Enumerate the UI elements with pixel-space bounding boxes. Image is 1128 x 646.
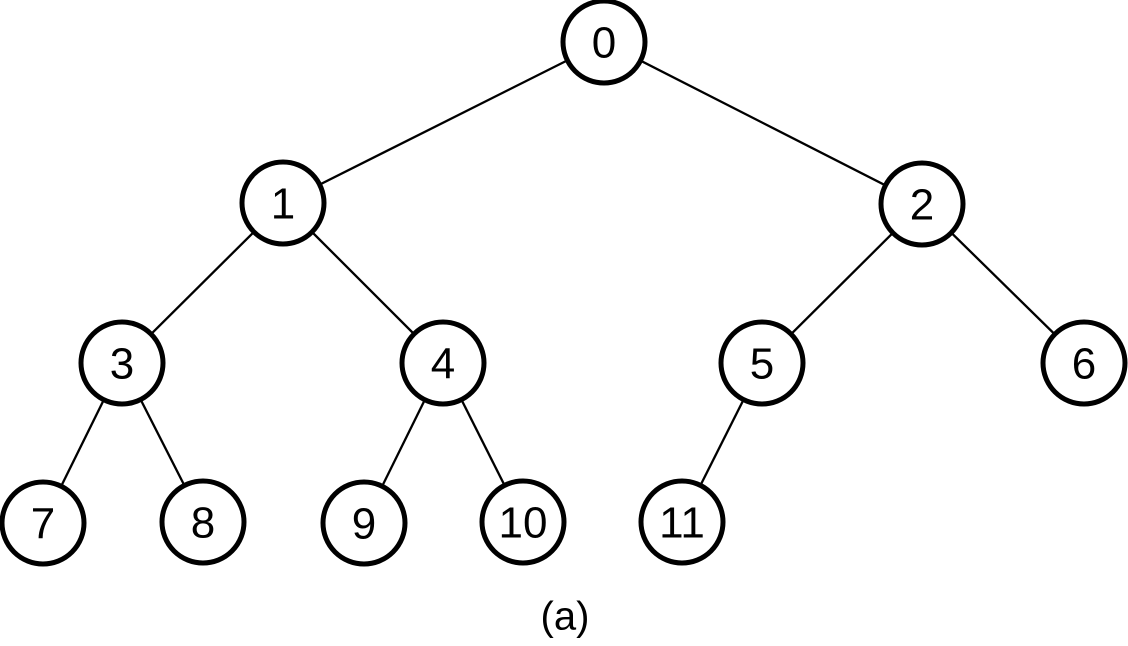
tree-node-label: 6 <box>1072 340 1096 389</box>
tree-node-label: 4 <box>431 340 455 389</box>
tree-node-circle <box>479 478 567 566</box>
tree-node-circle <box>320 479 408 567</box>
tree-node-circle <box>718 319 806 407</box>
tree-node: 11 <box>638 478 726 566</box>
tree-node: 8 <box>159 478 247 566</box>
figure-caption: (a) <box>540 594 590 639</box>
tree-node-circle <box>239 159 327 247</box>
tree-node-label: 2 <box>910 181 934 230</box>
tree-node: 10 <box>479 478 567 566</box>
tree-node-label: 9 <box>352 500 376 549</box>
tree-edge <box>603 40 923 206</box>
tree-node-label: 3 <box>110 340 134 389</box>
tree-node-circle <box>78 319 166 407</box>
tree-node-label: 5 <box>750 340 774 389</box>
tree-node-circle <box>399 319 487 407</box>
tree-node-circle <box>159 478 247 566</box>
tree-node: 2 <box>878 160 966 248</box>
tree-node-label: 7 <box>31 500 55 549</box>
tree-node-label: 8 <box>191 499 215 548</box>
tree-node-circle <box>1040 319 1128 407</box>
tree-node-label: 10 <box>499 499 548 548</box>
tree-node: 6 <box>1040 319 1128 407</box>
tree-node-circle <box>878 160 966 248</box>
tree-node: 4 <box>399 319 487 407</box>
tree-node: 1 <box>239 159 327 247</box>
tree-node-circle <box>638 478 726 566</box>
tree-node-label: 1 <box>271 180 295 229</box>
tree-node-circle <box>0 479 87 567</box>
tree-node: 7 <box>0 479 87 567</box>
tree-edge <box>282 40 605 205</box>
tree-node-label: 11 <box>659 499 705 548</box>
tree-node: 9 <box>320 479 408 567</box>
tree-node-circle <box>560 0 648 86</box>
tree-node: 5 <box>718 319 806 407</box>
tree-node: 3 <box>78 319 166 407</box>
tree-node-label: 0 <box>592 19 616 68</box>
tree-node: 0 <box>560 0 648 86</box>
